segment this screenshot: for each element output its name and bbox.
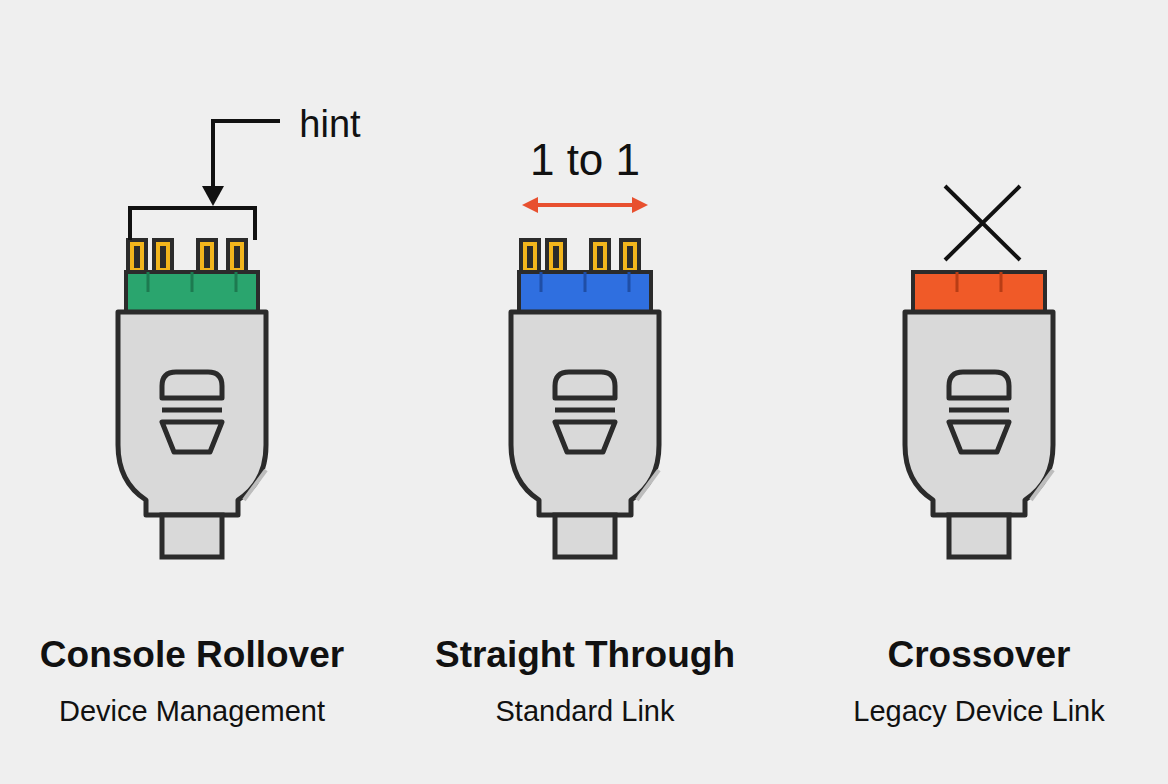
cable-name: Console Rollover — [40, 635, 344, 676]
cable-use: Standard Link — [496, 696, 675, 728]
cable-use: Legacy Device Link — [853, 696, 1104, 728]
cable-use: Device Management — [59, 696, 325, 728]
callout-label: hint — [299, 104, 360, 146]
cable-name: Crossover — [887, 635, 1070, 676]
ratio-label: 1 to 1 — [530, 136, 640, 184]
cable-name: Straight Through — [435, 635, 735, 676]
